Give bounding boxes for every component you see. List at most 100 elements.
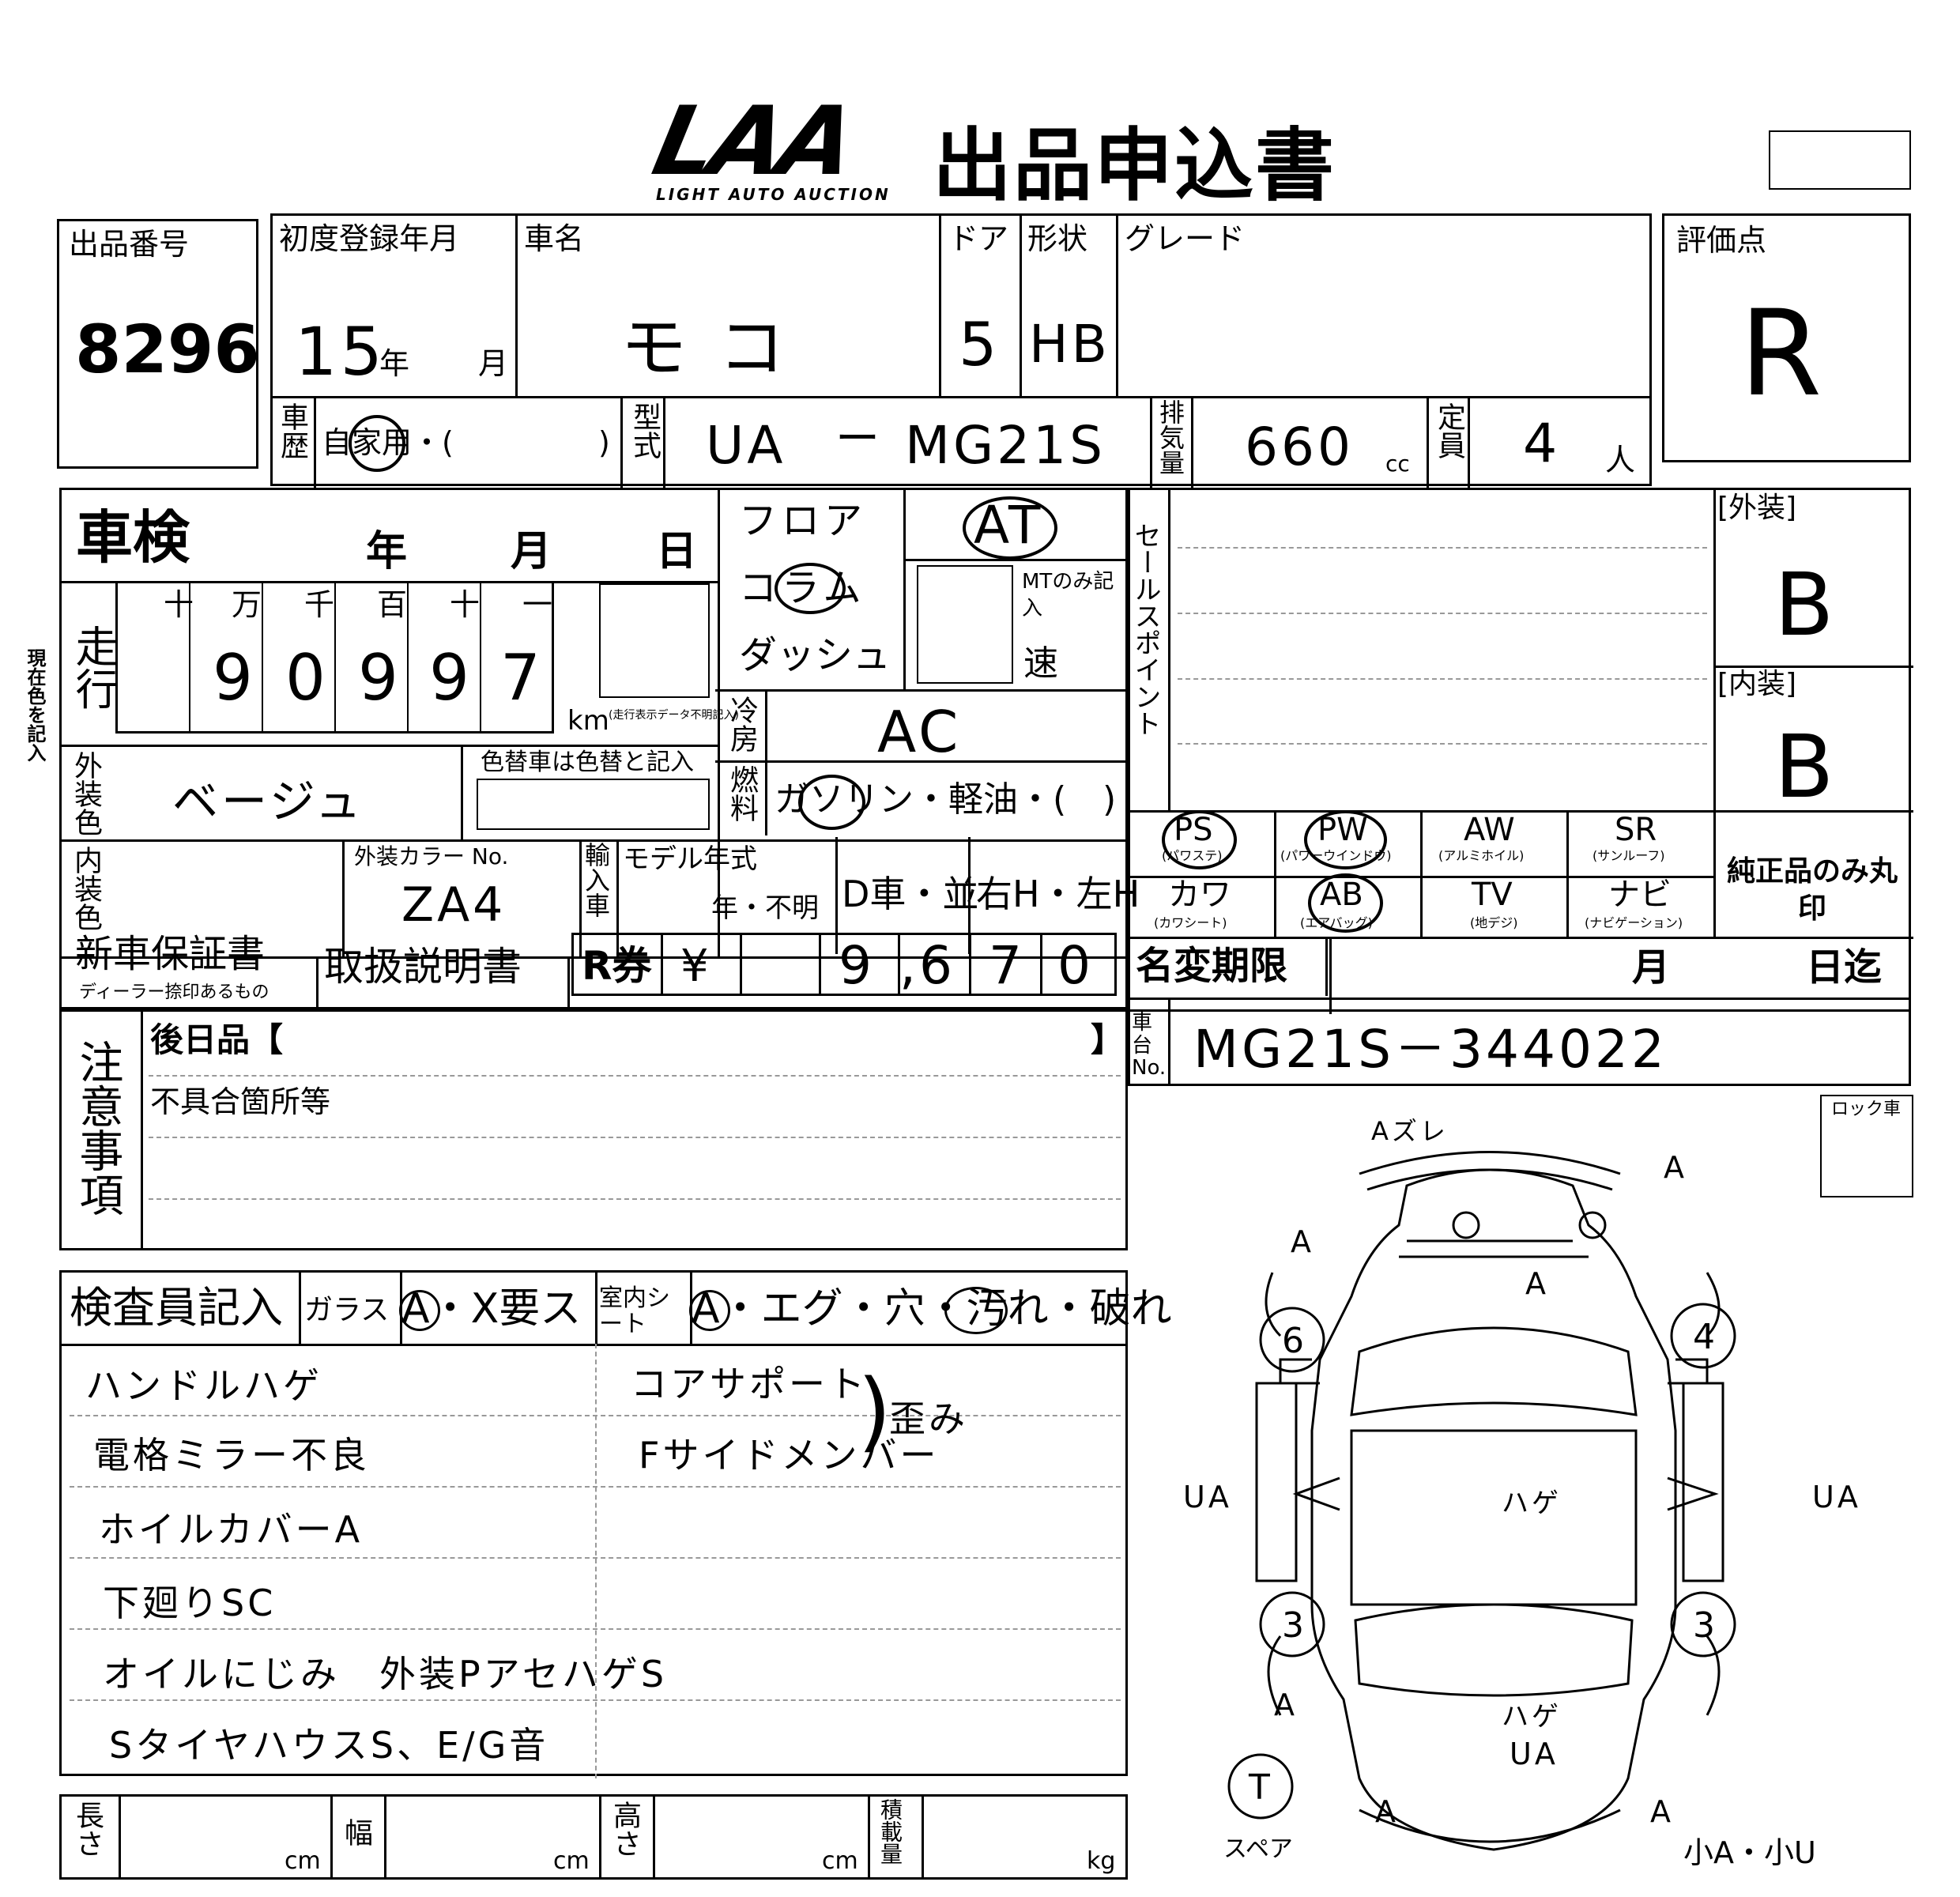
equip-sr-sub: (サンルーフ) — [1592, 848, 1665, 863]
ext-color-label: 外装色 — [70, 751, 102, 836]
fuel-label: 燃料 — [726, 765, 758, 822]
diagram-mark-left-door: UA — [1183, 1480, 1232, 1514]
mileage-unit: km — [567, 705, 609, 737]
sales-point-box — [1128, 488, 1913, 1014]
equip-tv-sub: (地デジ) — [1470, 915, 1518, 930]
interior-value: B — [1774, 716, 1838, 817]
inspection-day: 日 — [656, 528, 698, 575]
doors-label: ドア — [948, 221, 1009, 256]
logo-text: LAA — [644, 87, 861, 197]
inspection-label: 車検 — [76, 504, 190, 571]
width-unit: cm — [553, 1847, 590, 1875]
inspector-line-2: 電格ミラー不良 — [93, 1434, 370, 1476]
mt-speed: 速 — [1023, 643, 1058, 684]
diagram-mark-roof: ハゲ — [1502, 1488, 1562, 1519]
lot-label: 出品番号 — [69, 227, 190, 262]
car-diagram — [1227, 1151, 1736, 1851]
shape-value: HB — [1029, 314, 1110, 375]
history-label: 車歴 — [276, 402, 308, 459]
equip-aw: AW — [1464, 812, 1515, 848]
displacement-label: 排気量 — [1155, 399, 1185, 475]
inspector-line-4: 下廻りSC — [103, 1582, 277, 1624]
diagram-mark-hood: A — [1525, 1266, 1549, 1301]
model-year-unknown: 年・不明 — [711, 892, 819, 924]
model-dash: ー — [835, 413, 880, 465]
diagram-mark-rear-gate: UA — [1510, 1737, 1559, 1771]
fuel-circle — [798, 775, 865, 830]
diagram-mark-front-left: Aズレ — [1371, 1116, 1449, 1146]
chassis-box — [1128, 998, 1911, 1086]
seat-options: A・エグ・穴・汚れ・破れ — [692, 1285, 1172, 1333]
exterior-label: [外装] — [1717, 492, 1797, 524]
color-no-value: ZA4 — [401, 877, 507, 933]
ab-circle — [1308, 873, 1383, 933]
mileage-unit-note: (走行表示データ不明記入) — [609, 709, 739, 722]
notes-label: 注意事項 — [72, 1039, 123, 1216]
inspector-right-note: 歪み — [889, 1397, 968, 1440]
manual-label: 取扱説明書 — [324, 944, 522, 990]
height-label: 高さ — [609, 1801, 641, 1857]
seat-label: 室内シート — [599, 1284, 670, 1338]
mt-note: MTのみ記入 — [1022, 570, 1114, 620]
recycle-digit-3: 7 — [989, 935, 1025, 996]
mileage-digit-2: 0 — [285, 641, 329, 715]
lock-label: ロック車 — [1831, 1099, 1902, 1119]
displacement-value: 660 — [1245, 417, 1354, 477]
mileage-label: 走行 — [68, 624, 118, 710]
mt-box — [917, 565, 1013, 684]
mileage-digit-5: 7 — [500, 641, 544, 715]
genuine-note: 純正品のみ丸印 — [1726, 855, 1898, 925]
length-label: 長さ — [71, 1801, 104, 1857]
car-name-value: モコ — [620, 309, 817, 387]
name-change-month: 月 — [1632, 945, 1671, 990]
model-label: 型式 — [628, 402, 661, 459]
logo-subtitle: LIGHT AUTO AUCTION — [656, 185, 891, 204]
shift-dash: ダッシュ — [739, 633, 891, 677]
history-circle — [349, 415, 405, 472]
fuel-close: ) — [1102, 779, 1117, 820]
recycle-box: R券 ¥ 9 ,6 7 0 — [571, 933, 1117, 996]
chassis-label: 車台No. — [1132, 1011, 1167, 1080]
handle-opts: 右H・左H — [976, 873, 1140, 915]
spare-label: スペア — [1223, 1835, 1293, 1863]
score-label: 評価点 — [1676, 223, 1767, 258]
trans-circle — [963, 496, 1057, 560]
mileage-header-3: 百 — [377, 587, 408, 622]
inspector-line-6: SタイヤハウスS、E/G音 — [109, 1724, 549, 1767]
column-circle — [775, 563, 846, 614]
first-reg-year-unit: 年 — [379, 346, 410, 381]
mileage-header-4: 十 — [450, 587, 481, 622]
equip-kawa: カワ — [1168, 877, 1231, 913]
spare-mark: T — [1249, 1767, 1273, 1808]
height-unit: cm — [822, 1847, 858, 1875]
logo: LAA LIGHT AUTO AUCTION — [644, 87, 909, 204]
capacity-unit: 人 — [1605, 443, 1636, 477]
equip-tv: TV — [1472, 877, 1513, 913]
width-label: 幅 — [340, 1818, 372, 1846]
mileage-digit-3: 9 — [358, 641, 401, 715]
ps-circle — [1162, 810, 1237, 869]
inspector-label: 検査員記入 — [70, 1283, 283, 1333]
diagram-mark-rear-window: ハゲ — [1502, 1701, 1562, 1733]
equip-navi: ナビ — [1608, 877, 1672, 913]
wheel-front-left: 6 — [1282, 1321, 1307, 1361]
mileage-header-5: 一 — [522, 587, 553, 622]
mileage-header-2: 千 — [304, 587, 335, 622]
ac-label: 冷房 — [726, 696, 758, 752]
chassis-value: MG21S－344022 — [1193, 1019, 1668, 1080]
import-label: 輸入車 — [581, 842, 611, 918]
length-unit: cm — [285, 1847, 321, 1875]
grade-label: グレード — [1125, 221, 1246, 256]
seat-circle-stain — [944, 1287, 1008, 1334]
inspection-month: 月 — [511, 528, 552, 575]
lot-box: 出品番号 8296 — [57, 219, 260, 469]
notes-defects: 不具合箇所等 — [150, 1084, 331, 1119]
displacement-unit: cc — [1385, 451, 1410, 477]
capacity-value: 4 — [1523, 413, 1561, 475]
warranty-note: ディーラー捺印あるもの — [79, 982, 270, 1002]
repaint-box — [477, 779, 710, 830]
equip-navi-sub: (ナビゲーション) — [1585, 915, 1683, 930]
lot-number: 8296 — [75, 311, 260, 388]
inspector-right-1: コアサポート — [631, 1363, 868, 1405]
mileage-digit-1: 9 — [213, 641, 256, 715]
